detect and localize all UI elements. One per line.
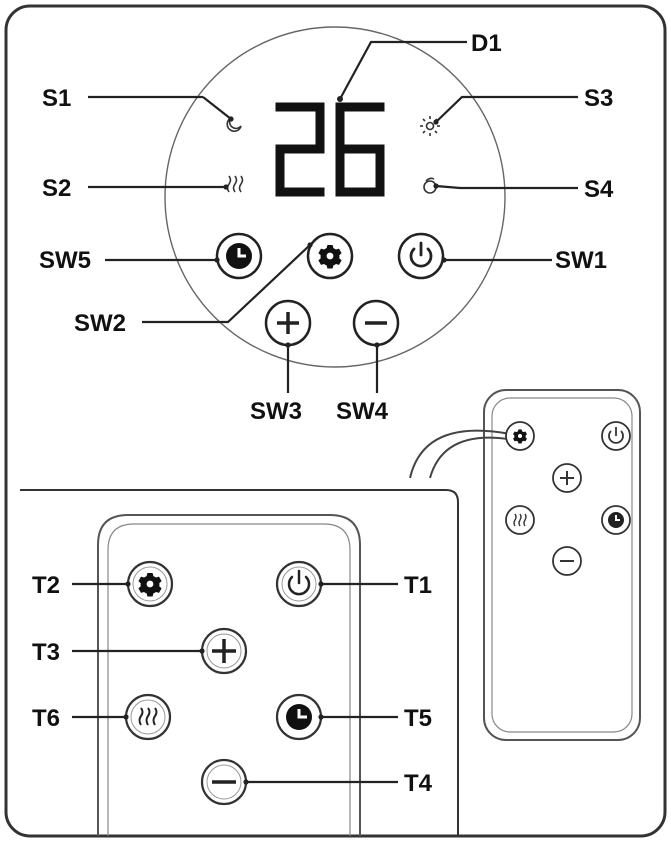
small-remote-heat-button[interactable] — [505, 505, 535, 535]
small-remote-power-button[interactable] — [601, 421, 631, 451]
heat-waves-icon — [138, 707, 158, 726]
sw3-plus-button[interactable] — [264, 299, 312, 347]
large-remote-body — [97, 514, 361, 836]
label-s4: S4 — [584, 176, 614, 203]
heat-waves-icon — [513, 513, 527, 527]
small-remote-plus-button[interactable] — [552, 463, 582, 493]
zoom-inset-border — [20, 489, 459, 836]
heat-waves-icon — [226, 175, 244, 193]
label-t4: T4 — [404, 770, 433, 797]
label-d1: D1 — [471, 30, 502, 57]
t2-settings-button[interactable] — [126, 560, 174, 608]
power-icon — [287, 569, 311, 596]
label-s3: S3 — [584, 85, 613, 112]
sw4-minus-button[interactable] — [352, 299, 400, 347]
t3-plus-button[interactable] — [200, 627, 248, 675]
t1-power-button[interactable] — [275, 560, 323, 608]
temperature-display: 26 — [275, 102, 385, 197]
label-sw4: SW4 — [336, 398, 389, 425]
label-sw3: SW3 — [250, 398, 302, 425]
small-remote-timer-button[interactable] — [601, 505, 631, 535]
sw5-timer-button[interactable] — [215, 232, 263, 280]
label-s2: S2 — [42, 175, 71, 202]
t4-minus-button[interactable] — [200, 758, 248, 806]
sw1-power-button[interactable] — [397, 232, 445, 280]
moon-icon — [226, 117, 242, 132]
plus-icon — [560, 471, 574, 485]
panel-outline — [164, 26, 506, 368]
t6-heat-button[interactable] — [124, 693, 172, 741]
plus-icon — [212, 639, 236, 663]
power-icon — [409, 241, 433, 268]
label-t6: T6 — [32, 705, 60, 732]
label-sw5: SW5 — [39, 247, 91, 274]
label-t3: T3 — [32, 639, 60, 666]
label-t5: T5 — [404, 705, 432, 732]
small-remote-gear-button[interactable] — [505, 421, 535, 451]
power-icon — [608, 427, 624, 444]
label-t2: T2 — [32, 572, 60, 599]
label-sw1: SW1 — [555, 247, 607, 274]
small-remote-minus-button[interactable] — [552, 546, 582, 576]
label-t1: T1 — [404, 572, 432, 599]
t5-timer-button[interactable] — [275, 693, 323, 741]
sw2-settings-button[interactable] — [306, 232, 354, 280]
plus-icon — [277, 312, 299, 334]
label-s1: S1 — [42, 85, 71, 112]
label-sw2: SW2 — [74, 310, 126, 337]
